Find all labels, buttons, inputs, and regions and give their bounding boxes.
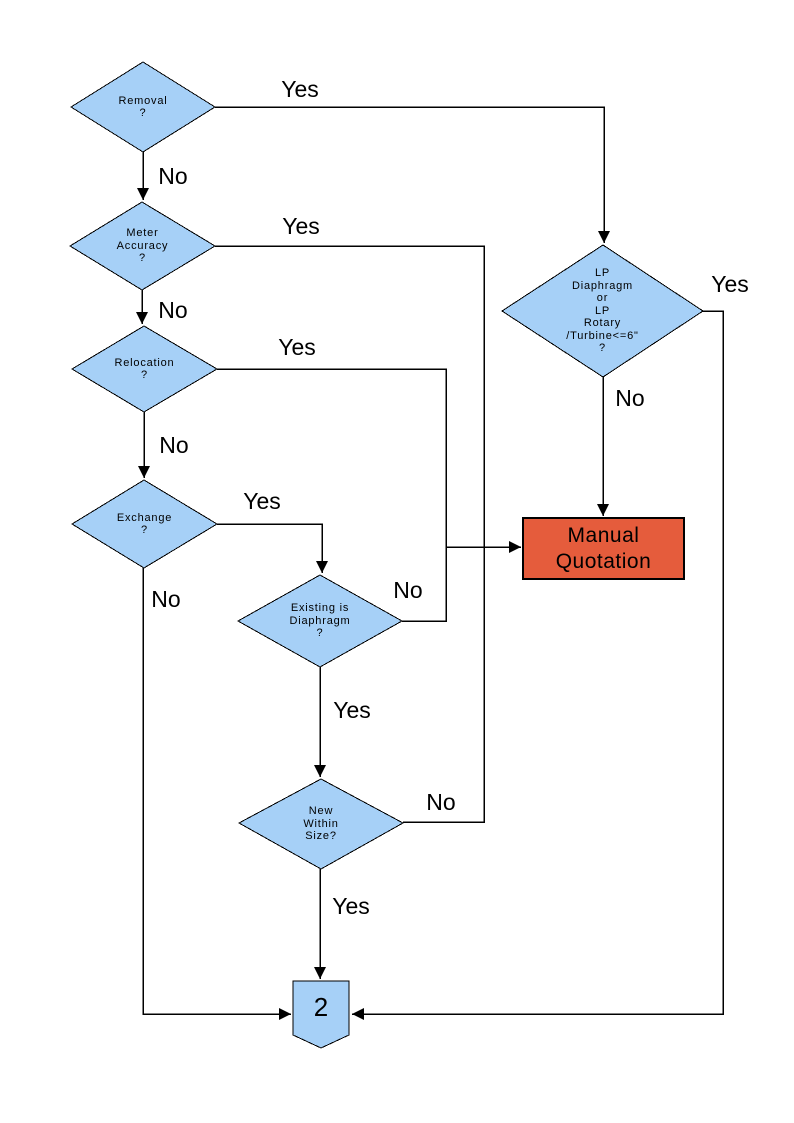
manual-quotation-box-shape bbox=[522, 517, 685, 580]
meter-accuracy-decision-shape bbox=[69, 201, 216, 291]
edge-lp-yes bbox=[352, 310, 724, 1020]
edge-exchange-yes bbox=[217, 523, 328, 573]
edge-exchange-no bbox=[142, 568, 291, 1020]
relocation-decision-shape bbox=[71, 325, 218, 413]
removal-decision-shape bbox=[70, 61, 216, 153]
edge-relocation-yes bbox=[217, 368, 447, 548]
edges-group bbox=[136, 106, 724, 1020]
edge-new-within-size-no bbox=[403, 548, 485, 823]
lp-meter-type-decision-shape bbox=[501, 244, 704, 378]
offpage-connector-shape bbox=[292, 980, 350, 1049]
edge-removal-yes bbox=[215, 106, 610, 243]
existing-is-diaphragm-decision-shape bbox=[236, 574, 404, 668]
exchange-decision-shape bbox=[71, 479, 218, 569]
new-within-size-decision-shape bbox=[237, 778, 405, 870]
edge-meter-accuracy-yes bbox=[215, 245, 485, 547]
edge-existing-no bbox=[402, 546, 447, 622]
